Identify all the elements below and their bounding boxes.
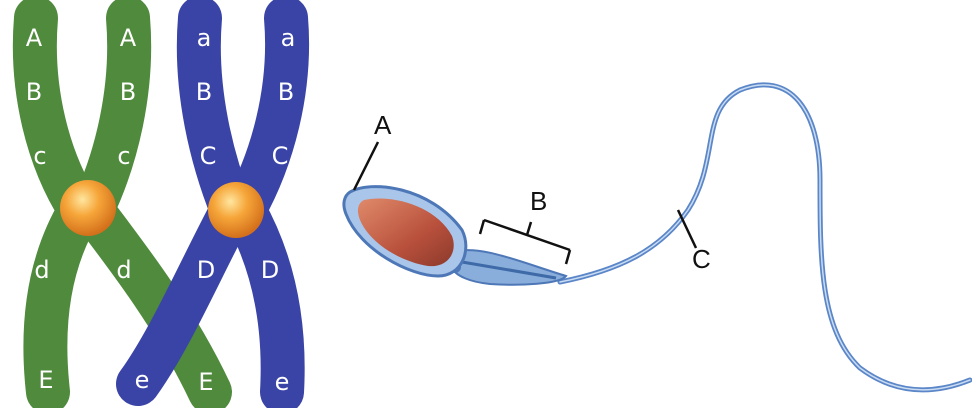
blue-right-label-3: C (272, 142, 289, 170)
blue-right-label-4: D (261, 256, 279, 284)
sperm-label-A: A (374, 110, 392, 140)
sperm-tail (560, 85, 970, 390)
green-right-label-1: A (120, 24, 137, 52)
green-right-label-5: E (198, 368, 213, 396)
green-right-label-3: c (117, 142, 130, 170)
blue-left-label-5: e (135, 366, 150, 394)
blue-right-label-2: B (278, 78, 294, 106)
green-left-label-3: c (33, 142, 46, 170)
sperm-midpiece (452, 250, 566, 285)
sperm-label-B: B (530, 186, 547, 216)
green-right-label-4: d (116, 256, 131, 284)
sperm-tail-highlight (560, 85, 970, 390)
leader-C (678, 210, 696, 248)
blue-left-label-2: B (196, 78, 212, 106)
green-centromere (60, 180, 116, 236)
blue-left-label-4: D (197, 256, 215, 284)
green-left-label-5: E (38, 366, 53, 394)
blue-left-label-3: C (200, 142, 217, 170)
green-left-label-2: B (26, 78, 42, 106)
blue-centromere (208, 182, 264, 238)
green-left-label-1: A (26, 24, 43, 52)
blue-right-label-5: e (275, 368, 290, 396)
green-left-label-4: d (34, 256, 49, 284)
green-right-label-2: B (120, 78, 136, 106)
sperm-label-C: C (692, 244, 711, 274)
leader-A (354, 142, 378, 190)
blue-right-label-1: a (281, 24, 296, 52)
blue-left-label-1: a (197, 24, 212, 52)
sperm-cell (344, 85, 970, 390)
